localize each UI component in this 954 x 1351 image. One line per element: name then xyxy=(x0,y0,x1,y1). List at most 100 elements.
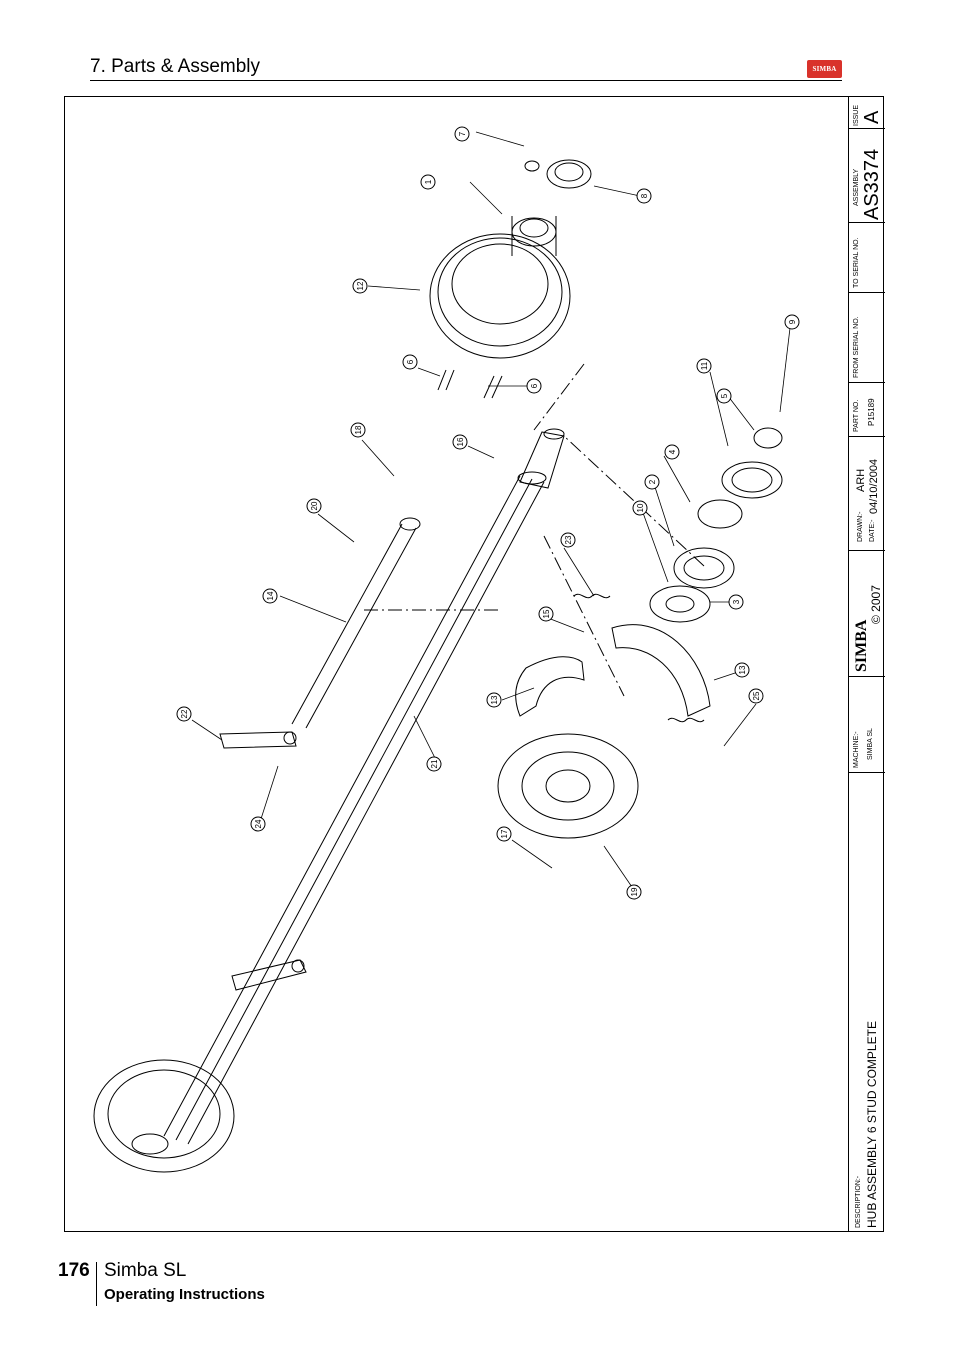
drawing-frame xyxy=(64,96,884,1232)
svg-text:17: 17 xyxy=(500,829,509,838)
callout-17: 17 xyxy=(496,826,512,842)
drawn-value: ARH xyxy=(855,468,867,492)
tb-divider xyxy=(849,222,885,223)
svg-text:18: 18 xyxy=(354,425,363,434)
tb-divider xyxy=(849,436,885,437)
date-value: 04/10/2004 xyxy=(868,458,880,514)
callouts: 7 1 8 12 6 6 18 16 20 14 23 15 13 13 25 … xyxy=(176,126,800,900)
callout-20: 21 xyxy=(426,756,442,772)
svg-text:14: 14 xyxy=(266,591,275,600)
far-end-hub xyxy=(93,1059,235,1173)
date-label: DATE:- xyxy=(869,519,876,542)
callout-2: 2 xyxy=(644,474,660,490)
svg-text:10: 10 xyxy=(636,503,645,512)
callout-14: 14 xyxy=(262,588,278,604)
drawn-label: DRAWN:- xyxy=(857,511,864,542)
cross-shaft xyxy=(291,517,421,729)
tb-divider xyxy=(849,292,885,293)
springs xyxy=(573,593,705,723)
issue-value: A xyxy=(861,110,883,124)
backing-plate xyxy=(497,733,639,839)
callout-16: 16 xyxy=(452,434,468,450)
svg-text:13: 13 xyxy=(738,665,747,674)
footer-rule xyxy=(96,1262,97,1306)
tb-divider xyxy=(849,550,885,551)
svg-text:23: 23 xyxy=(564,535,573,544)
copyright: © 2007 xyxy=(869,585,883,624)
far-end-lever xyxy=(231,959,307,991)
svg-text:16: 16 xyxy=(456,437,465,446)
svg-text:20: 20 xyxy=(310,501,319,510)
callout-22: 20 xyxy=(306,498,322,514)
callout-7: 7 xyxy=(454,126,470,142)
to-serial-label: TO SERIAL NO. xyxy=(853,237,860,288)
callout-12: 12 xyxy=(352,278,368,294)
callout-1: 1 xyxy=(420,174,436,190)
description-value: HUB ASSEMBLY 6 STUD COMPLETE xyxy=(865,1021,879,1228)
document-subtitle: Operating Instructions xyxy=(104,1286,265,1303)
svg-text:3: 3 xyxy=(732,599,741,604)
svg-text:4: 4 xyxy=(668,449,677,454)
header-rule xyxy=(90,80,842,81)
callout-23: 24 xyxy=(250,816,266,832)
assembly-value: AS3374 xyxy=(861,148,883,220)
svg-text:25: 25 xyxy=(752,691,761,700)
lever-arm xyxy=(219,731,297,749)
tb-divider xyxy=(849,128,885,129)
part-no-label: PART NO. xyxy=(853,399,860,432)
callout-5: 5 xyxy=(716,388,732,404)
svg-text:6: 6 xyxy=(406,359,415,364)
brand-mark: SIMBA xyxy=(853,619,870,672)
section-title: 7. Parts & Assembly xyxy=(90,56,261,77)
brake-drum xyxy=(429,216,571,359)
svg-text:21: 21 xyxy=(430,759,439,768)
machine-label: MACHINE:- xyxy=(853,731,860,768)
callout-3: 3 xyxy=(728,594,744,610)
svg-text:8: 8 xyxy=(640,193,649,198)
svg-text:1: 1 xyxy=(424,179,433,184)
tb-divider xyxy=(849,772,885,773)
machine-value: SIMBA SL xyxy=(867,728,874,760)
bearings xyxy=(649,427,783,623)
svg-text:7: 7 xyxy=(458,131,467,136)
stub-axle xyxy=(519,428,565,489)
callout-11: 11 xyxy=(696,358,712,374)
from-serial-label: FROM SERIAL NO. xyxy=(853,316,860,378)
svg-text:12: 12 xyxy=(356,281,365,290)
tb-divider xyxy=(849,676,885,677)
svg-text:2: 2 xyxy=(648,479,657,484)
callout-13b: 13 xyxy=(734,662,750,678)
simba-logo: SIMBA xyxy=(807,60,842,78)
svg-text:9: 9 xyxy=(788,319,797,324)
tb-divider xyxy=(849,382,885,383)
svg-text:24: 24 xyxy=(254,819,263,828)
svg-text:5: 5 xyxy=(720,393,729,398)
axle-beam xyxy=(163,471,547,1145)
product-name: Simba SL xyxy=(104,1260,187,1281)
callout-9: 8 xyxy=(636,188,652,204)
title-block: ISSUE A ASSEMBLY AS3374 TO SERIAL NO. FR… xyxy=(848,96,885,1232)
callout-4: 4 xyxy=(664,444,680,460)
leader-lines xyxy=(191,131,791,891)
callout-25: 25 xyxy=(748,688,764,704)
callout-24: 23 xyxy=(560,532,576,548)
hub-cap xyxy=(524,159,592,189)
svg-text:13: 13 xyxy=(490,695,499,704)
callout-15: 15 xyxy=(538,606,554,622)
callout-8: 9 xyxy=(784,314,800,330)
callout-6b: 6 xyxy=(526,378,542,394)
assembly-label: ASSEMBLY xyxy=(853,168,860,206)
issue-label: ISSUE xyxy=(853,104,860,126)
studs xyxy=(437,369,503,399)
exploded-view-drawing: 7 1 8 12 6 6 18 16 20 14 23 15 13 13 25 … xyxy=(93,126,800,1173)
page-number: 176 xyxy=(58,1260,90,1281)
callout-10: 10 xyxy=(632,500,648,516)
description-label: DESCRIPTION:- xyxy=(855,1175,862,1228)
part-no-value: P15189 xyxy=(867,398,876,426)
svg-text:6: 6 xyxy=(530,383,539,388)
svg-text:19: 19 xyxy=(630,887,639,896)
callout-13a: 13 xyxy=(486,692,502,708)
center-lines xyxy=(364,363,705,697)
brake-shoes xyxy=(515,624,711,717)
svg-text:22: 22 xyxy=(180,709,189,718)
